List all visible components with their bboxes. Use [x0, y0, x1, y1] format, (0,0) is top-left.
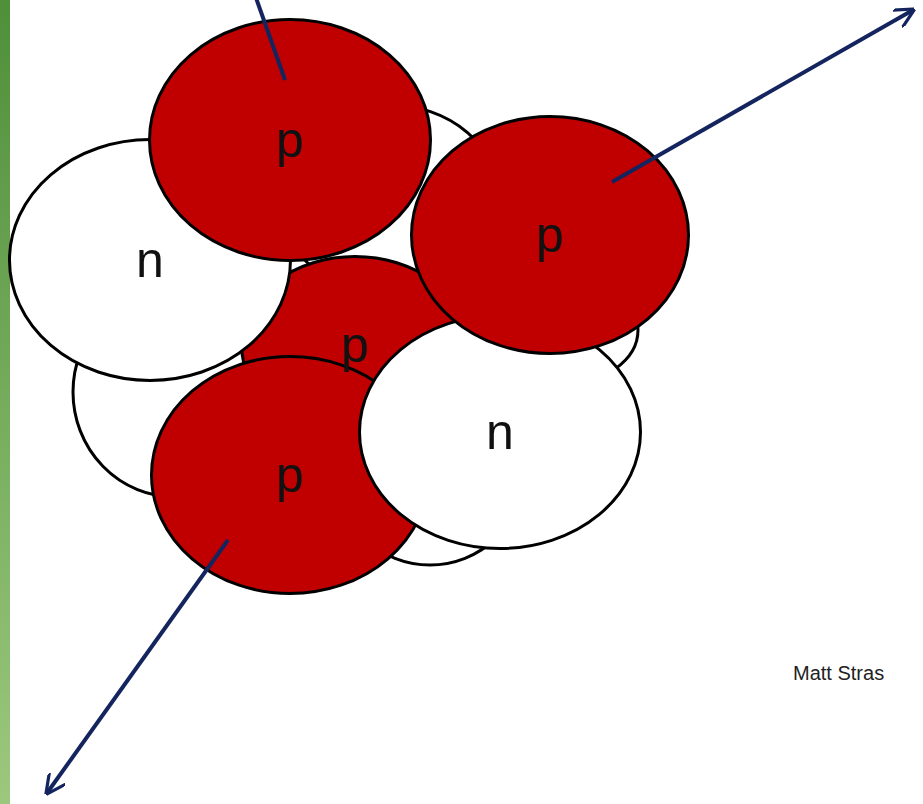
- nucleon-shape: [360, 316, 641, 549]
- proton-circle: p: [148, 18, 432, 262]
- particle-letter: n: [136, 235, 164, 285]
- border-strip: [0, 0, 10, 804]
- proton-circle: p: [410, 115, 690, 355]
- particle-letter: n: [486, 407, 514, 457]
- particle-letter: p: [276, 115, 304, 165]
- credit-text: Matt Stras: [793, 662, 884, 685]
- particle-letter: p: [341, 320, 369, 370]
- outgoing-arrow: [47, 540, 228, 793]
- outgoing-arrow: [612, 10, 913, 182]
- neutron-circle: n: [358, 314, 642, 550]
- nucleon-shape: [150, 20, 431, 261]
- slide-border: [0, 0, 10, 804]
- nucleon-shape: [412, 117, 689, 354]
- incoming-arrow: [255, 0, 285, 80]
- particle-letter: p: [276, 450, 304, 500]
- particle-letter: p: [536, 210, 564, 260]
